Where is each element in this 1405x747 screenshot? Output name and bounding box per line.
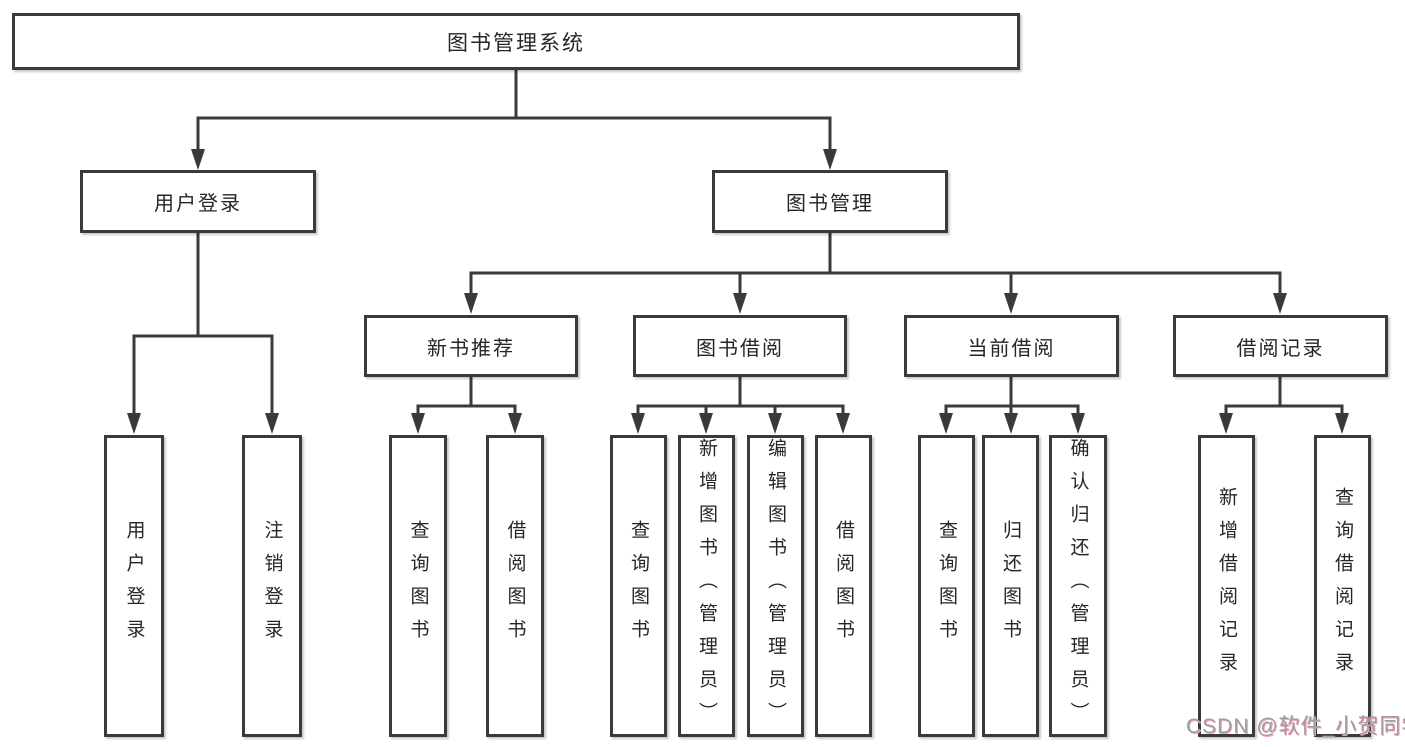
leaf-current-return-books: 归还图书: [982, 435, 1039, 737]
node-book-management: 图书管理: [712, 170, 948, 233]
node-user-login-label: 用户登录: [154, 193, 242, 215]
leaf-borrow-edit-books-admin: 编辑图书（管理员）: [747, 435, 804, 737]
leaf-user-login: 用户登录: [104, 435, 164, 737]
leaf-current-query-books-label: 查询图书: [936, 520, 957, 652]
leaf-current-query-books: 查询图书: [918, 435, 975, 737]
leaf-logout: 注销登录: [242, 435, 302, 737]
leaf-newrec-query-books-label: 查询图书: [407, 520, 429, 652]
leaf-borrow-add-books-admin-label: 新增图书（管理员）: [696, 437, 717, 735]
leaf-records-query-record: 查询借阅记录: [1314, 435, 1371, 737]
node-book-management-label: 图书管理: [786, 193, 874, 215]
node-book-borrow: 图书借阅: [633, 315, 847, 377]
node-new-book-recommend-label: 新书推荐: [427, 337, 515, 360]
leaf-borrow-borrow-books-label: 借阅图书: [833, 520, 854, 652]
node-new-book-recommend: 新书推荐: [364, 315, 578, 377]
node-root-label: 图书管理系统: [447, 31, 585, 55]
leaf-borrow-query-books-label: 查询图书: [628, 520, 649, 652]
leaf-current-confirm-return-admin-label: 确认归还（管理员）: [1067, 437, 1089, 735]
node-book-borrow-label: 图书借阅: [696, 337, 784, 360]
leaf-user-login-label: 用户登录: [123, 520, 145, 652]
leaf-newrec-borrow-books-label: 借阅图书: [504, 520, 526, 652]
leaf-newrec-borrow-books: 借阅图书: [486, 435, 544, 737]
node-current-borrow-label: 当前借阅: [967, 337, 1056, 360]
leaf-borrow-borrow-books: 借阅图书: [815, 435, 872, 737]
node-borrow-records-label: 借阅记录: [1236, 337, 1325, 360]
node-user-login: 用户登录: [80, 170, 316, 233]
leaf-records-add-record: 新增借阅记录: [1198, 435, 1255, 737]
node-root: 图书管理系统: [12, 13, 1020, 70]
node-current-borrow: 当前借阅: [904, 315, 1119, 377]
leaf-borrow-edit-books-admin-label: 编辑图书（管理员）: [765, 437, 786, 735]
watermark: CSDN @软件_小贺同学: [1186, 715, 1405, 738]
leaf-current-return-books-label: 归还图书: [1000, 520, 1021, 652]
leaf-records-add-record-label: 新增借阅记录: [1216, 487, 1237, 685]
leaf-borrow-query-books: 查询图书: [610, 435, 667, 737]
node-borrow-records: 借阅记录: [1173, 315, 1388, 377]
leaf-logout-label: 注销登录: [261, 520, 283, 652]
leaf-borrow-add-books-admin: 新增图书（管理员）: [678, 435, 735, 737]
leaf-records-query-record-label: 查询借阅记录: [1332, 487, 1353, 685]
leaf-current-confirm-return-admin: 确认归还（管理员）: [1049, 435, 1107, 737]
leaf-newrec-query-books: 查询图书: [389, 435, 447, 737]
